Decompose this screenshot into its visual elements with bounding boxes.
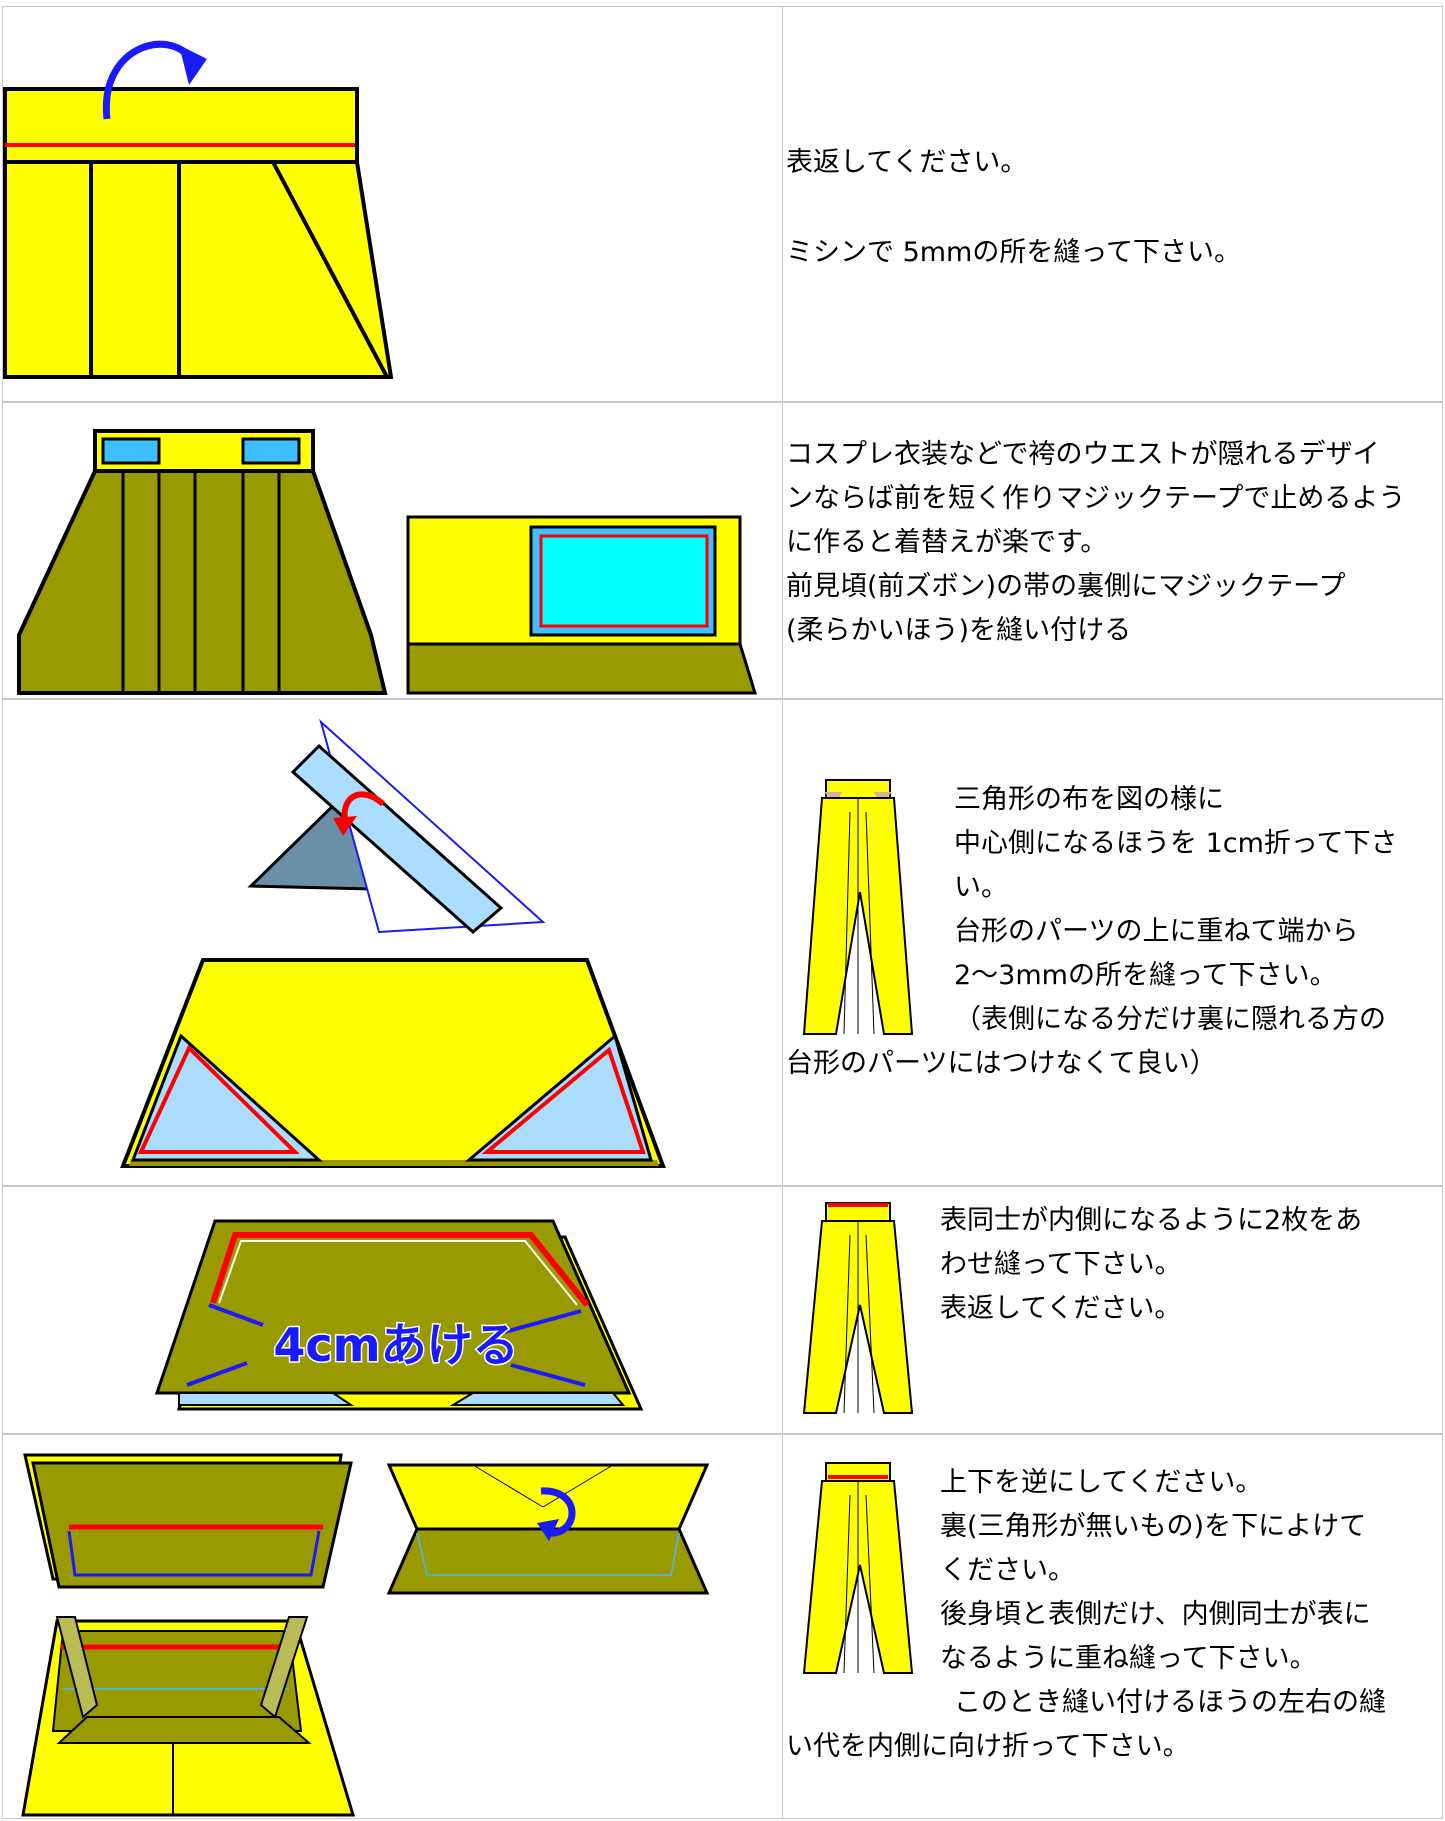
step-2-text: コスプレ衣装などで袴のウエストが隠れるデザイ ンならば前を短く作りマジックテープ… [784,403,1442,698]
triangle-fold-diagram [120,718,666,1168]
step-5-line-7: い代を内側に向け折って下さい。 [786,1731,1190,1762]
step-1-text: 表返してください。 ミシンで 5mmの所を縫って下さい。 [784,7,1442,401]
step-5-line-2: 裏(三角形が無いもの)を下によけて [940,1511,1367,1542]
step-2-illustration [3,403,783,698]
step-4-text: 表同士が内側になるように2枚をあ わせ縫って下さい。 表返してください。 [784,1187,1442,1433]
step-row-4: 4cmあける 表同士が内側になるように2枚をあ わせ縫って下さい。 表返してくだ… [2,1186,1443,1434]
step-4-line-1: 表同士が内側になるように2枚をあ [940,1205,1363,1236]
step-3-line-6: （表側になる分だけ裏に隠れる方の [954,1004,1386,1035]
step-1-line-1: 表返してください。 [786,147,1028,178]
hakama-waistband-diagram [3,40,394,379]
hakama-icon [802,779,914,1035]
hakama-icon [802,1462,914,1674]
step-2-line-4: 前見頃(前ズボン)の帯の裏側にマジックテープ [786,571,1346,602]
step-3-line-3: い。 [954,872,1008,903]
step-5-line-4: 後身頃と表側だけ、内側同士が表に [940,1599,1371,1630]
step-4-illustration: 4cmあける [3,1187,783,1433]
step-5-line-3: ください。 [940,1555,1075,1586]
step-1-illustration [3,7,783,401]
step-5-line-6: このとき縫い付けるほうの左右の縫 [954,1687,1386,1718]
rotate-arrow-icon [540,1487,576,1537]
step-row-3: 三角形の布を図の様に 中心側になるほうを 1cm折って下さ い。 台形のパーツの… [2,699,1443,1186]
velcro-waistband-diagram [17,429,758,695]
step-3-line-7: 台形のパーツにはつけなくて良い） [786,1048,1217,1079]
step-3-line-1: 三角形の布を図の様に [954,784,1224,815]
sew-together-diagram: 4cmあける [154,1219,644,1411]
step-3-illustration [3,700,783,1185]
step-5-text: 上下を逆にしてください。 裏(三角形が無いもの)を下によけて ください。 後身頃… [784,1435,1442,1818]
step-2-line-2: ンならば前を短く作りマジックテープで止めるよう [786,483,1406,514]
flip-and-sew-diagram [21,1453,710,1817]
step-row-5: 上下を逆にしてください。 裏(三角形が無いもの)を下によけて ください。 後身頃… [2,1434,1443,1819]
hakama-icon [802,1202,914,1414]
step-5-illustration [3,1435,783,1818]
step-3-line-5: 2～3mmの所を縫って下さい。 [954,960,1337,991]
step-3-line-4: 台形のパーツの上に重ねて端から [954,916,1359,947]
step-3-line-2: 中心側になるほうを 1cm折って下さ [954,828,1398,859]
fold-arrow-icon [341,791,386,823]
step-3-text: 三角形の布を図の様に 中心側になるほうを 1cm折って下さ い。 台形のパーツの… [784,700,1442,1185]
step-4-line-3: 表返してください。 [940,1293,1182,1324]
step-2-line-1: コスプレ衣装などで袴のウエストが隠れるデザイ [786,439,1380,470]
step-2-line-3: に作ると着替えが楽です。 [786,527,1108,558]
step-2-line-5: (柔らかいほう)を縫い付ける [786,615,1132,646]
step-row-2: コスプレ衣装などで袴のウエストが隠れるデザイ ンならば前を短く作りマジックテープ… [2,402,1443,699]
step-5-line-1: 上下を逆にしてください。 [940,1467,1263,1498]
step-1-line-2: ミシンで 5mmの所を縫って下さい。 [786,237,1242,268]
step-5-line-5: なるように重ね縫って下さい。 [940,1643,1317,1674]
step-row-1: 表返してください。 ミシンで 5mmの所を縫って下さい。 [2,6,1443,402]
step-4-line-2: わせ縫って下さい。 [940,1249,1182,1280]
opening-label: 4cmあける [273,1318,518,1372]
